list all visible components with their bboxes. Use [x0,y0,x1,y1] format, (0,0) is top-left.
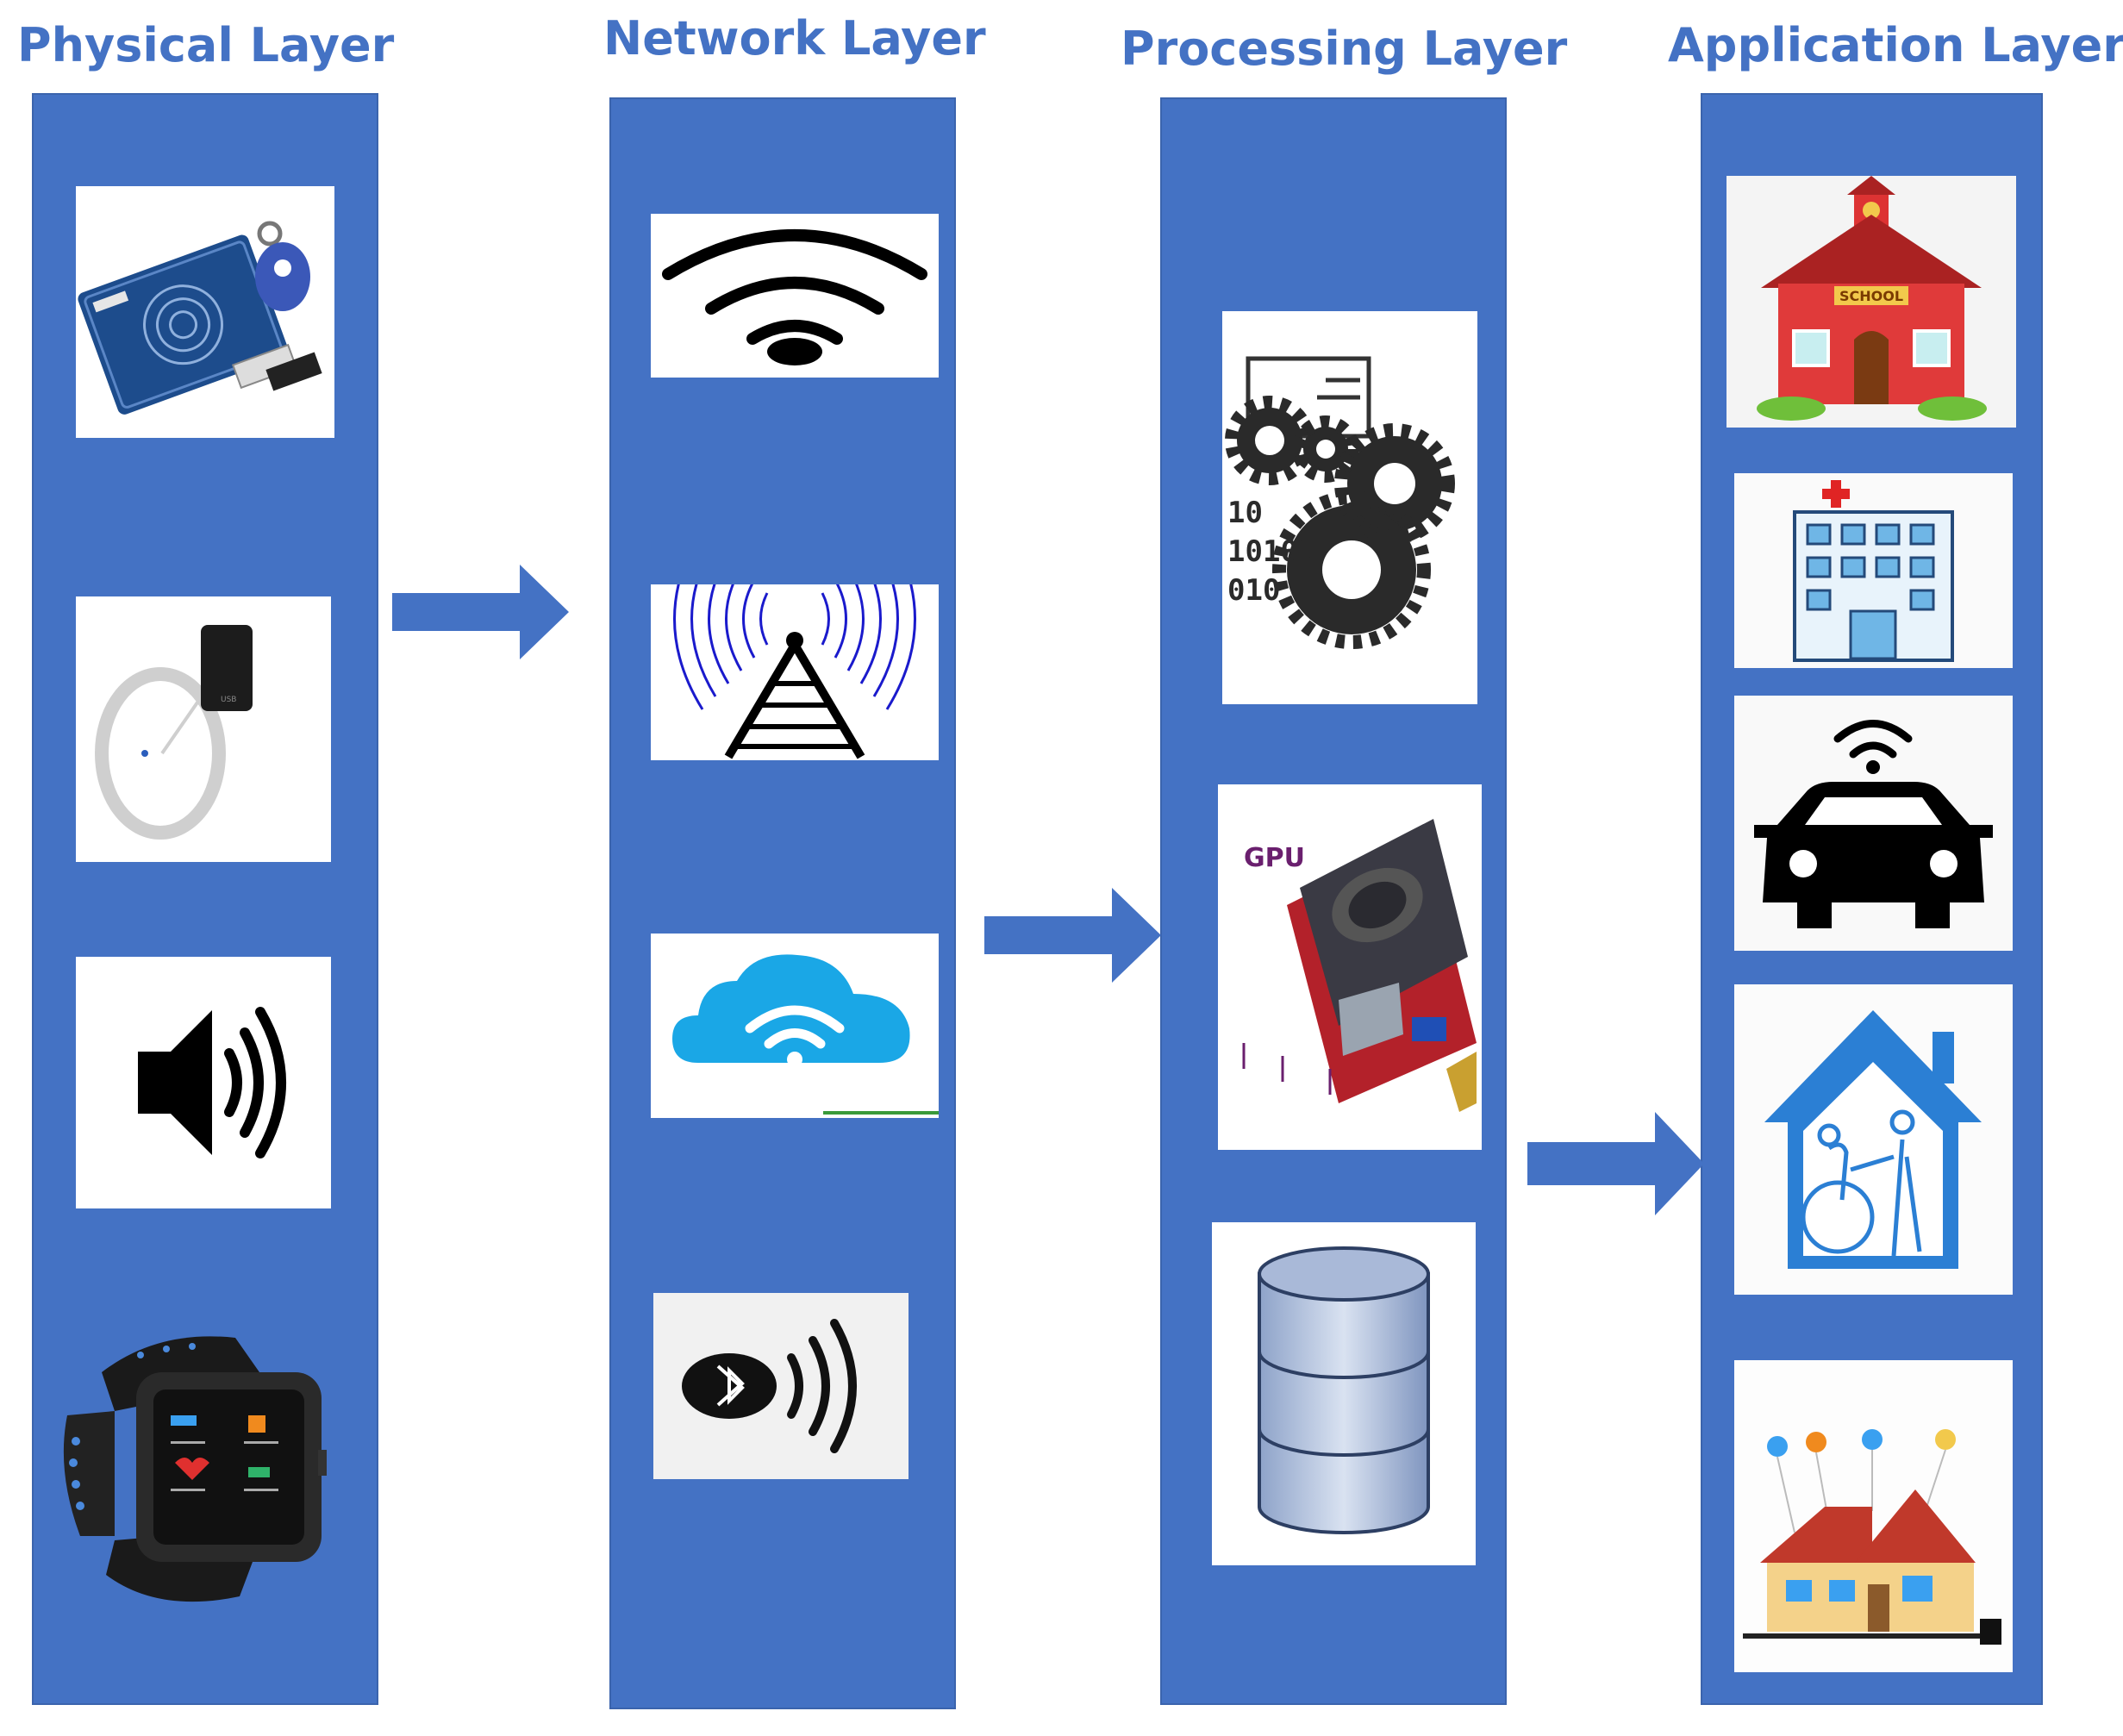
rfid-tag-reader-icon: USB [76,596,331,862]
gpu-label: GPU [1244,843,1305,873]
speaker-icon [76,957,331,1208]
binary-line-3: 010 [1227,573,1280,608]
hospital-icon [1734,473,2013,668]
binary-line-2: 10101 [1227,534,1315,569]
application-layer-title: Application Layer [1668,18,2123,72]
cloud-wifi-icon [651,934,939,1118]
binary-line-1: 10 [1227,496,1263,530]
arrow-physical-to-network [392,565,569,659]
gpu-card-icon: GPU [1218,784,1482,1150]
smartwatch-icon [54,1321,356,1622]
arrow-processing-to-application [1527,1112,1704,1215]
wifi-icon [651,214,939,378]
smart-home-icon [1734,1360,2013,1672]
school-icon: SCHOOL [1726,176,2016,428]
network-layer-title: Network Layer [603,11,986,66]
database-icon [1212,1222,1476,1565]
rfid-reader-icon [76,186,334,438]
radio-tower-icon [651,584,939,760]
svg-text:USB: USB [221,696,236,704]
school-sign: SCHOOL [1839,288,1903,304]
physical-layer-title: Physical Layer [17,18,395,72]
connected-car-icon [1734,696,2013,951]
processing-layer-title: Processing Layer [1121,22,1568,76]
arrow-network-to-processing [984,888,1161,983]
home-care-icon [1734,984,2013,1295]
gears-binary-icon: 10 10101 010 [1222,311,1477,704]
bluetooth-icon [653,1293,909,1479]
